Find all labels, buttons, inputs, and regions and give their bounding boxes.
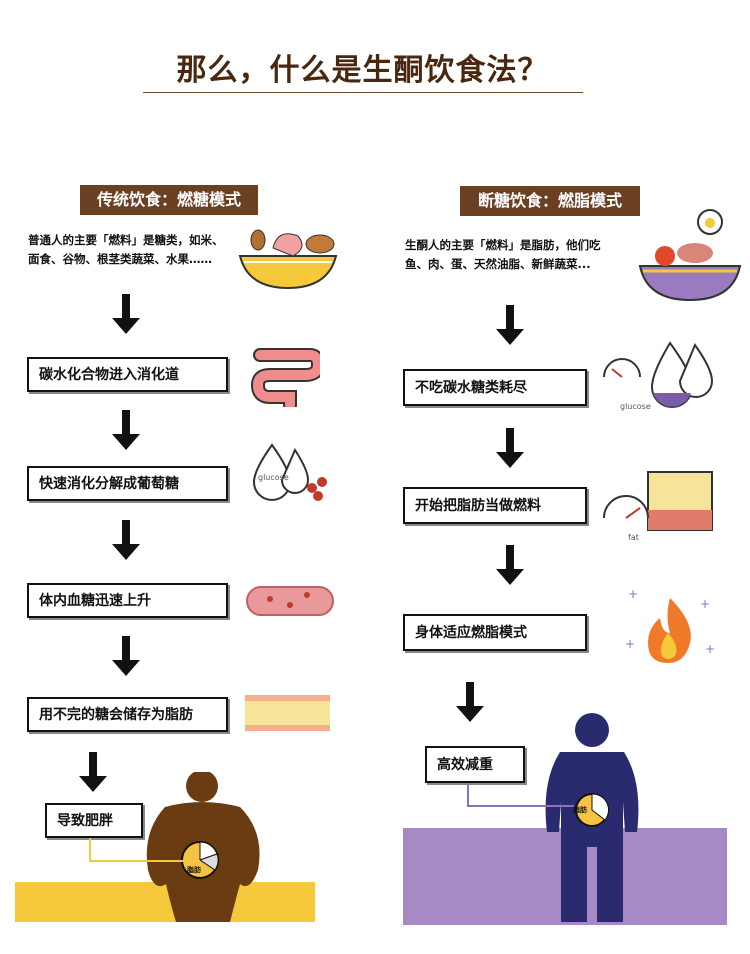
page-title: 那么，什么是生酮饮食法？ xyxy=(176,53,549,88)
down-arrow-icon xyxy=(112,410,140,450)
step-box-result: 高效减重 xyxy=(425,746,525,783)
blood-vessel-icon xyxy=(246,586,334,616)
step-box: 碳水化合物进入消化道 xyxy=(27,357,228,392)
down-arrow-icon xyxy=(112,294,140,334)
right-description: 生酮人的主要「燃料」是脂肪，他们吃 鱼、肉、蛋、天然油脂、新鲜蔬菜... xyxy=(405,236,601,274)
step-box: 体内血糖迅速上升 xyxy=(27,583,228,618)
svg-text:+: + xyxy=(628,587,638,601)
svg-text:+: + xyxy=(705,642,715,656)
left-header: 传统饮食：燃糖模式 xyxy=(80,185,258,215)
step-box-result: 导致肥胖 xyxy=(45,803,143,838)
down-arrow-icon xyxy=(79,752,107,792)
keto-bowl-icon xyxy=(638,209,742,302)
fat-tissue-icon xyxy=(245,695,330,731)
glucose-gauge-icon xyxy=(603,341,714,408)
step-box: 身体适应燃脂模式 xyxy=(403,614,587,651)
glucose-label: glucose xyxy=(258,473,289,482)
down-arrow-icon xyxy=(496,305,524,345)
down-arrow-icon xyxy=(496,545,524,585)
down-arrow-icon xyxy=(112,520,140,560)
step-box: 不吃碳水糖类耗尽 xyxy=(403,369,587,406)
pie-label: 脂肪 xyxy=(573,806,587,814)
step-box: 快速消化分解成葡萄糖 xyxy=(27,466,228,501)
desc-line: 面食、谷物、根茎类蔬菜、水果…… xyxy=(28,252,212,266)
left-description: 普通人的主要「燃料」是糖类，如米、 面食、谷物、根茎类蔬菜、水果…… xyxy=(28,231,224,269)
title-underline xyxy=(143,92,583,93)
down-arrow-icon xyxy=(456,682,484,722)
connector-line xyxy=(89,838,200,862)
step-box: 用不完的糖会储存为脂肪 xyxy=(27,697,228,732)
yellow-band xyxy=(15,882,315,922)
glucose-drop-icon xyxy=(252,443,327,501)
down-arrow-icon xyxy=(496,428,524,468)
glucose-label: glucose xyxy=(620,402,651,411)
slim-person-figure xyxy=(545,713,639,922)
obese-person-figure xyxy=(146,772,260,922)
desc-line: 普通人的主要「燃料」是糖类，如米、 xyxy=(28,233,224,247)
step-box: 开始把脂肪当做燃料 xyxy=(403,487,587,524)
desc-line: 生酮人的主要「燃料」是脂肪，他们吃 xyxy=(405,238,601,252)
fat-gauge-icon xyxy=(603,471,713,531)
right-header: 断糖饮食：燃脂模式 xyxy=(460,186,640,216)
intestine-icon xyxy=(250,348,320,407)
svg-text:+: + xyxy=(625,637,635,651)
fat-label: fat xyxy=(628,533,639,542)
down-arrow-icon xyxy=(112,636,140,676)
svg-text:+: + xyxy=(700,597,710,611)
fire-icon: + + + + xyxy=(625,587,715,663)
carb-bowl-icon xyxy=(238,229,338,290)
desc-line: 鱼、肉、蛋、天然油脂、新鲜蔬菜... xyxy=(405,257,591,271)
pie-label: 脂肪 xyxy=(187,866,201,874)
connector-line xyxy=(467,783,574,807)
